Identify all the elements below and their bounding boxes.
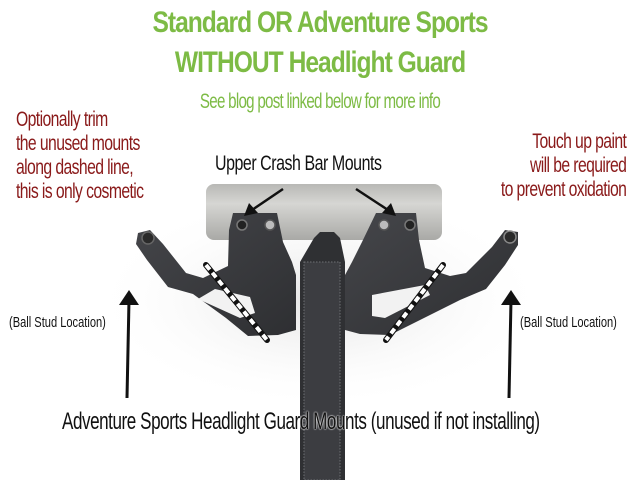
arrow-ball-stud-left [119, 290, 139, 399]
title-line-2: WITHOUT Headlight Guard [174, 46, 466, 79]
title-line-1: Standard OR Adventure Sports [152, 6, 488, 39]
arrow-upper-left [244, 187, 284, 216]
paint-note-line: Touch up paint [531, 130, 627, 153]
paint-note: Touch up paint will be required to preve… [500, 130, 627, 202]
left-bracket [136, 213, 296, 343]
trim-note-line: along dashed line, [16, 156, 134, 179]
center-stem [300, 232, 345, 480]
trim-note: Optionally trim the unused mounts along … [16, 108, 144, 204]
trim-note-line: Optionally trim [16, 108, 108, 131]
right-bracket [345, 213, 518, 343]
arrow-upper-right [355, 187, 396, 216]
upper-mounts-label: Upper Crash Bar Mounts [215, 152, 382, 175]
paint-note-line: to prevent oxidation [500, 178, 627, 201]
ball-stud-label-right: (Ball Stud Location) [520, 314, 617, 331]
paint-note-line: will be required [529, 154, 627, 177]
headlight-guard-mounts-label: Adventure Sports Headlight Guard Mounts … [62, 408, 540, 435]
subtitle: See blog post linked below for more info [199, 90, 441, 113]
ball-stud-label-left: (Ball Stud Location) [9, 314, 106, 331]
trim-note-line: this is only cosmetic [16, 180, 144, 203]
arrow-ball-stud-right [501, 290, 521, 399]
trim-note-line: the unused mounts [16, 132, 140, 155]
